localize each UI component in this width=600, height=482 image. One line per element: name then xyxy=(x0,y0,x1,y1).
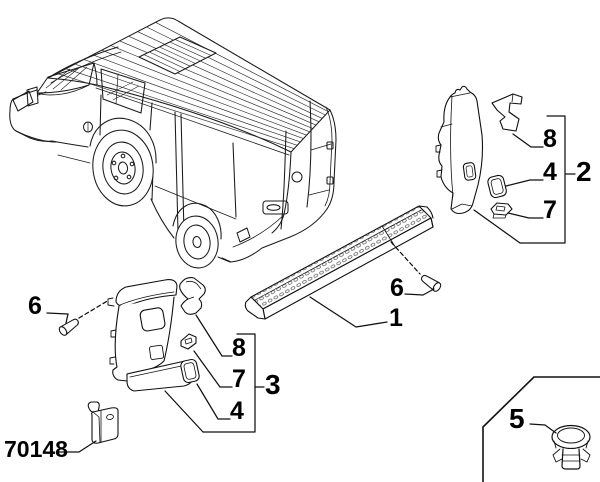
fuel-cap xyxy=(82,121,94,133)
callout-right-group[interactable]: 2 xyxy=(576,156,592,187)
callout-left-group[interactable]: 3 xyxy=(265,369,281,400)
left-bracket-drawing xyxy=(179,277,206,315)
callout-step-sill[interactable]: 1 xyxy=(389,304,403,332)
right-clip-drawing xyxy=(490,202,513,219)
van-front xyxy=(9,89,89,148)
cab-door-window xyxy=(100,68,146,114)
screw-right-drawing xyxy=(418,272,443,294)
van-rear xyxy=(221,100,337,263)
callout-screw-left[interactable]: 6 xyxy=(28,292,42,320)
roof-vent-panel xyxy=(138,36,217,75)
step-sill-drawing xyxy=(244,205,434,320)
rear-wheel xyxy=(172,202,222,269)
van-illustration xyxy=(9,17,337,269)
leader-lines xyxy=(46,115,576,453)
callout-left-bracket[interactable]: 8 xyxy=(232,334,246,362)
right-bracket-drawing xyxy=(491,93,523,132)
part-code-label: 70148 xyxy=(4,436,68,462)
left-pad-drawing xyxy=(180,358,200,384)
inset-box-border xyxy=(482,376,600,482)
left-clip-drawing xyxy=(180,333,197,350)
callout-push-pin[interactable]: 5 xyxy=(509,403,525,434)
part-70148-drawing xyxy=(87,401,119,444)
right-pad-drawing xyxy=(487,174,507,199)
callout-left-clip[interactable]: 7 xyxy=(232,365,246,393)
left-corner-trim-drawing xyxy=(107,279,195,392)
screw-left-drawing xyxy=(57,316,82,338)
callout-right-clip[interactable]: 7 xyxy=(543,196,557,224)
right-pillar-trim-drawing xyxy=(435,85,484,215)
callout-left-pad[interactable]: 4 xyxy=(230,397,244,425)
push-pin-clip-drawing xyxy=(551,424,591,470)
front-wheel xyxy=(89,117,157,207)
callout-right-pad[interactable]: 4 xyxy=(543,158,557,186)
callout-screw-right[interactable]: 6 xyxy=(390,274,404,302)
callout-right-bracket[interactable]: 8 xyxy=(543,125,557,153)
